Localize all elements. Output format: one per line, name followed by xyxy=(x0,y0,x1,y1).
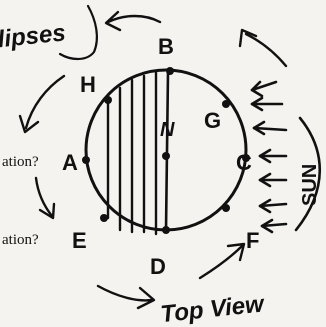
question-fragment-2: ation? xyxy=(2,232,39,248)
label-b: B xyxy=(158,34,174,59)
label-f: F xyxy=(246,228,259,253)
label-e: E xyxy=(72,228,87,253)
center-dot xyxy=(162,152,170,160)
orbit-arrow-top xyxy=(108,16,160,22)
question-fragment-1: ation? xyxy=(2,154,39,170)
point-h-dot xyxy=(104,96,112,104)
orbit-arrow-bottom xyxy=(98,286,152,300)
orbit-arrow-bottom-head xyxy=(138,288,154,308)
label-a: A xyxy=(62,150,78,175)
label-g: G xyxy=(204,108,221,133)
title-bracket xyxy=(60,6,97,59)
orbit-arrow-bottom-right xyxy=(200,246,242,278)
point-f-dot xyxy=(222,204,230,212)
point-a-dot xyxy=(82,156,90,164)
orbit-arrow-left xyxy=(26,76,64,128)
sunlight-arrows xyxy=(252,82,286,232)
label-n: N xyxy=(160,119,175,141)
label-c: C xyxy=(236,150,252,175)
label-h: H xyxy=(80,72,96,97)
sun-label: SUN xyxy=(299,164,321,206)
orbit-arrow-top-right xyxy=(246,34,286,66)
point-b-dot xyxy=(166,67,174,75)
title-fragment: lipses xyxy=(0,19,67,53)
orbit-arrow-lower-left xyxy=(36,178,52,216)
point-d-dot xyxy=(162,226,170,234)
point-g-dot xyxy=(222,100,230,108)
label-d: D xyxy=(150,254,166,279)
dark-half-hatching xyxy=(108,72,156,234)
top-view-label: Top View xyxy=(159,290,266,327)
point-e-dot xyxy=(100,214,108,222)
diameter-line xyxy=(166,72,168,230)
